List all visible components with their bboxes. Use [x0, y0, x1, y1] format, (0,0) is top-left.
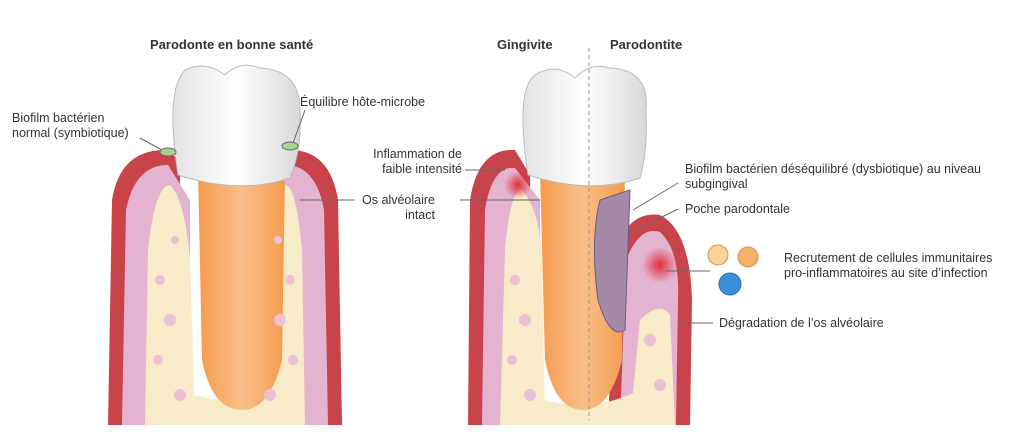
- healthy-tooth: [108, 64, 342, 425]
- label-dysbiotic-biofilm: Biofilm bactérien déséquilibré (dysbioti…: [685, 162, 981, 192]
- bone: [145, 185, 195, 425]
- label-line: intact: [405, 208, 435, 222]
- title-gingivitis: Gingivite: [497, 37, 553, 52]
- crown: [172, 64, 301, 187]
- diseased-tooth: [468, 48, 759, 425]
- crown: [522, 65, 647, 187]
- leader-lines: [139, 109, 713, 324]
- title-periodontitis: Parodontite: [610, 37, 683, 52]
- label-line: Biofilm bactérien déséquilibré (dysbioti…: [685, 162, 982, 176]
- label-line: faible intensité: [382, 162, 462, 176]
- label-line: Inflammation de: [373, 147, 462, 161]
- label-bone-loss: Dégradation de l’os alvéolaire: [719, 316, 884, 330]
- immune-cells: [707, 244, 759, 296]
- root: [198, 170, 285, 410]
- label-line: subgingival: [685, 177, 748, 191]
- label-line: Os alvéolaire: [362, 193, 435, 207]
- bone: [500, 190, 545, 425]
- label-line: Recrutement de cellules immunitaires: [784, 251, 993, 265]
- periodontal-pocket-biofilm: [593, 189, 631, 333]
- title-healthy: Parodonte en bonne santé: [150, 37, 314, 52]
- label-line: normal (symbiotique): [12, 126, 129, 140]
- label-pocket: Poche parodontale: [685, 202, 790, 216]
- label-line: pro-inflammatoires au site d’infection: [784, 266, 988, 280]
- label-line: Biofilm bactérien: [12, 111, 105, 125]
- label-balance: Équilibre hôte-microbe: [300, 95, 426, 109]
